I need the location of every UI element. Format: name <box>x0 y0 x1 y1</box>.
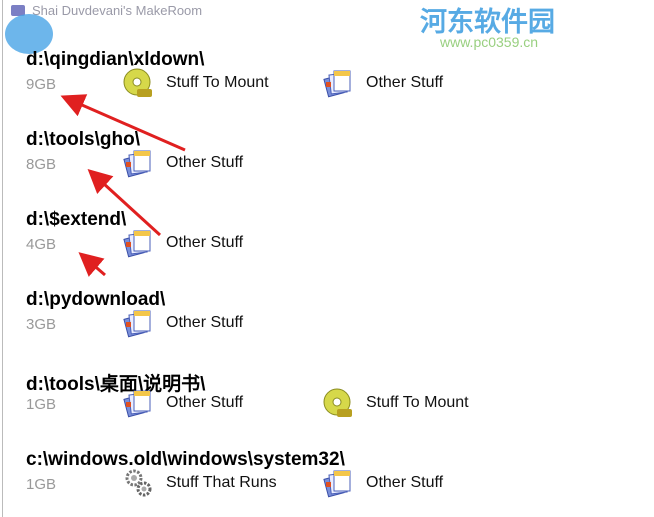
folder-row[interactable]: d:\$extend\ 4GB Other Stuff <box>26 209 243 258</box>
documents-icon <box>323 468 353 498</box>
folder-row[interactable]: d:\tools\gho\ 8GB Other Stuff <box>26 129 243 178</box>
category-label: Other Stuff <box>166 314 244 331</box>
watermark-logo <box>5 14 53 54</box>
gears-icon <box>123 468 153 498</box>
folder-size: 4GB <box>26 236 57 253</box>
category-item[interactable]: Stuff To Mount <box>123 68 269 98</box>
category-label: Other Stuff <box>166 154 244 171</box>
category-item[interactable]: Stuff To Mount <box>323 388 469 418</box>
folder-size: 1GB <box>26 476 57 493</box>
folder-size: 1GB <box>26 396 57 413</box>
category-label: Stuff To Mount <box>166 74 269 91</box>
dvd-icon <box>323 388 353 418</box>
window-border <box>2 0 3 517</box>
annotation-arrow <box>78 252 106 277</box>
folder-path[interactable]: d:\qingdian\xldown\ <box>26 49 205 70</box>
folder-path[interactable]: d:\$extend\ <box>26 209 127 230</box>
folder-row[interactable]: d:\pydownload\ 3GB Other Stuff <box>26 289 243 338</box>
category-item[interactable]: Other Stuff <box>323 68 443 98</box>
documents-icon <box>123 148 153 178</box>
category-item[interactable]: Other Stuff <box>123 308 243 338</box>
folder-size: 8GB <box>26 156 57 173</box>
documents-icon <box>323 68 353 98</box>
folder-row[interactable]: c:\windows.old\windows\system32\ 1GB Stuff… <box>26 449 443 498</box>
folder-path[interactable]: d:\pydownload\ <box>26 289 166 310</box>
dvd-icon <box>123 68 153 98</box>
window-title: Shai Duvdevani's MakeRoom <box>32 3 203 18</box>
category-item[interactable]: Other Stuff <box>123 388 243 418</box>
folder-path[interactable]: d:\tools\gho\ <box>26 129 140 150</box>
category-label: Other Stuff <box>166 234 244 251</box>
documents-icon <box>123 228 153 258</box>
annotation-arrow <box>60 94 186 152</box>
folder-row[interactable]: d:\tools\桌面\说明书\1GB Other Stuff Stuff To M… <box>26 369 469 418</box>
category-label: Other Stuff <box>366 474 444 491</box>
app-icon <box>11 5 25 16</box>
documents-icon <box>123 388 153 418</box>
folder-path[interactable]: c:\windows.old\windows\system32\ <box>26 449 345 470</box>
category-item[interactable]: Other Stuff <box>123 148 243 178</box>
watermark: 河东软件园 <box>420 7 555 38</box>
watermark-sub: www.pc0359.cn <box>440 34 539 50</box>
category-item[interactable]: Stuff That Runs <box>123 468 277 498</box>
folder-row[interactable]: d:\qingdian\xldown\ 9GB Stuff To Mount Othe… <box>26 49 443 98</box>
category-item[interactable]: Other Stuff <box>323 468 443 498</box>
category-label: Other Stuff <box>166 394 244 411</box>
category-label: Stuff That Runs <box>166 474 277 491</box>
category-label: Other Stuff <box>366 74 444 91</box>
category-label: Stuff To Mount <box>366 394 469 411</box>
documents-icon <box>123 308 153 338</box>
annotation-arrow <box>87 168 162 237</box>
folder-size: 9GB <box>26 76 57 93</box>
folder-path[interactable]: d:\tools\桌面\说明书\ <box>26 374 206 395</box>
category-item[interactable]: Other Stuff <box>123 228 243 258</box>
folder-size: 3GB <box>26 316 57 333</box>
